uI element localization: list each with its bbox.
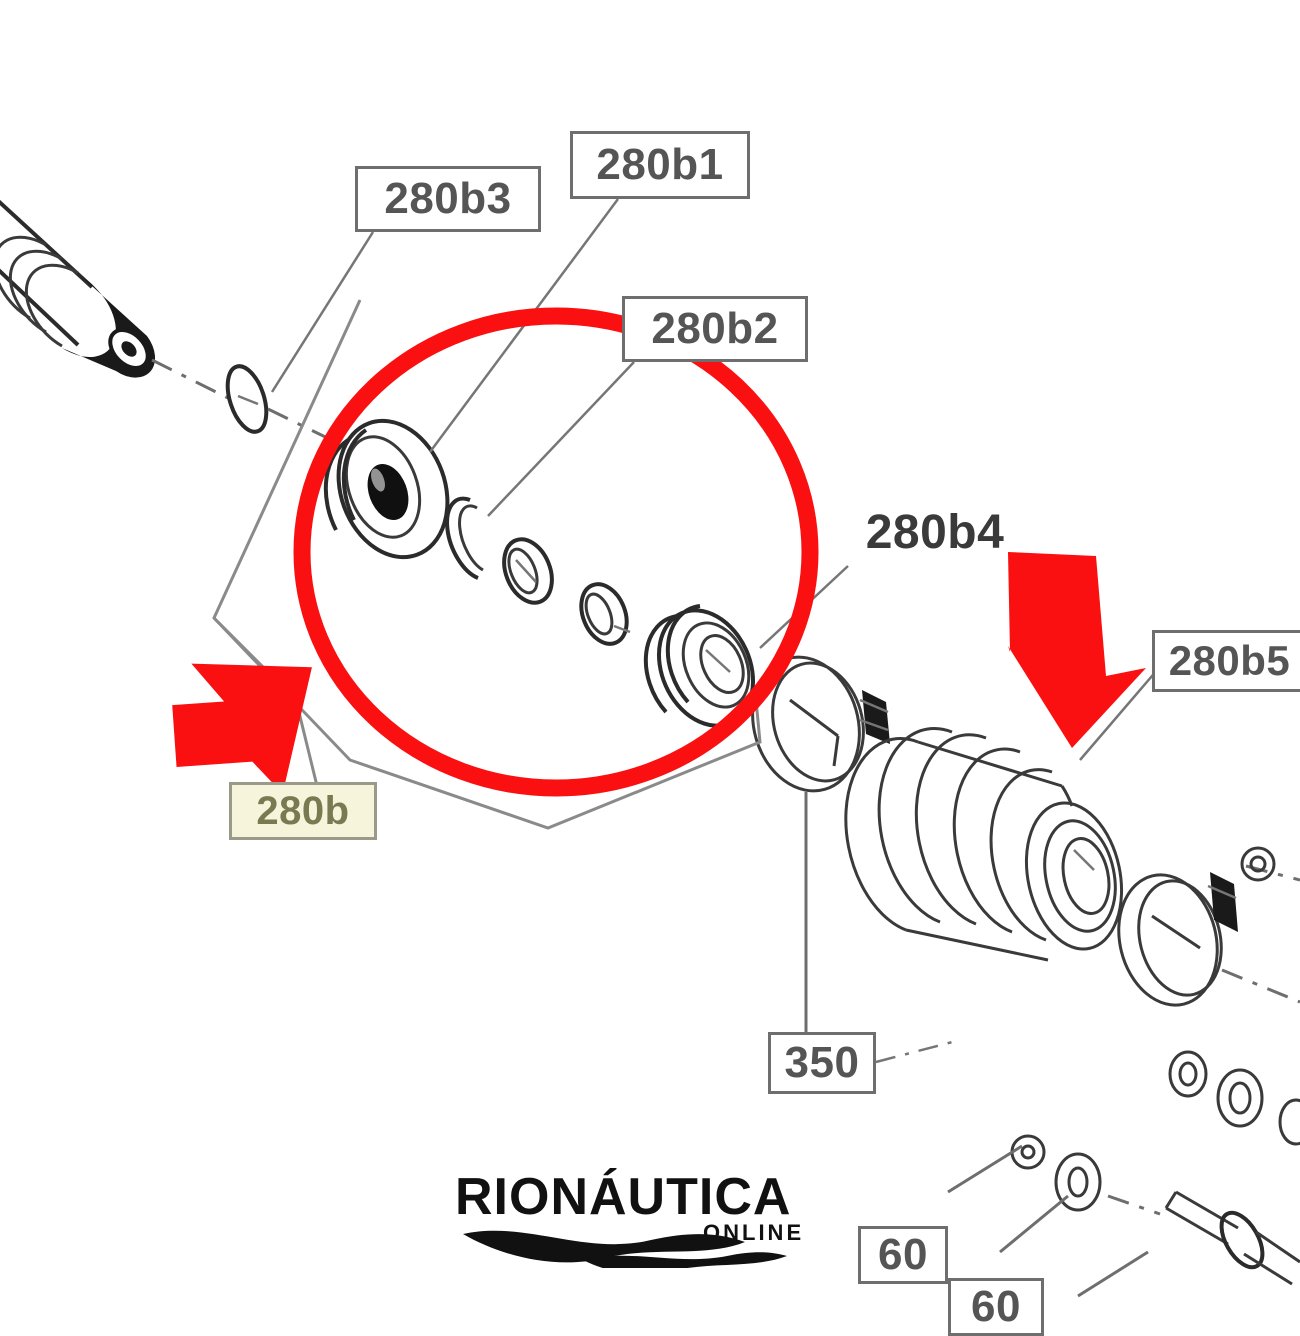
part-280b5-bellows: [844, 727, 1124, 962]
leader-bolt: [1077, 1250, 1149, 1298]
wave-icon: [463, 1230, 745, 1263]
label-280b5[interactable]: 280b5: [1152, 630, 1300, 692]
technical-line-art: .ln{fill:none;stroke:#6e6e6e;stroke-widt…: [0, 198, 1300, 1298]
leader-60-b: [999, 1194, 1069, 1254]
watermark-logo: RIONÁUTICA ONLINE: [455, 1168, 801, 1274]
rionautica-watermark: RIONÁUTICA ONLINE: [455, 1168, 855, 1274]
centerline-axis: [151, 358, 229, 400]
leader-60-a: [947, 1144, 1023, 1194]
red-highlight-circle: [293, 307, 819, 797]
part-bushing-small-2: [579, 582, 631, 646]
label-280b3[interactable]: 280b3: [355, 166, 541, 232]
label-280b2[interactable]: 280b2: [622, 296, 808, 362]
part-bushing-small-1: [502, 537, 554, 605]
label-280b[interactable]: 280b: [229, 782, 377, 840]
hardware-fasteners: [1010, 846, 1300, 1212]
leader-350-right: [875, 1038, 961, 1064]
label-60[interactable]: 60: [858, 1226, 948, 1284]
red-arrow-left: [172, 663, 312, 794]
red-arrow-right: [1008, 552, 1146, 748]
label-60-secondary[interactable]: 60: [948, 1278, 1044, 1336]
leader-280b5: [1079, 661, 1165, 761]
label-280b4[interactable]: 280b4: [865, 506, 1005, 559]
part-350-hose-clamp: [751, 655, 890, 793]
part-280b3-washer: [225, 364, 269, 434]
watermark-brand-text: RIONÁUTICA: [455, 1168, 791, 1226]
drive-shaft-part: [0, 199, 156, 378]
part-280b1-flanged-seal: [323, 418, 450, 560]
leader-280b3: [270, 231, 375, 393]
parts-diagram-canvas: .ln{fill:none;stroke:#6e6e6e;stroke-widt…: [0, 131, 1300, 1336]
centerline-axis-4: [1245, 864, 1300, 882]
centerline-axis-2: [267, 407, 353, 452]
label-280b1[interactable]: 280b1: [570, 131, 750, 199]
part-280b2-snap-ring: [445, 496, 484, 580]
part-bolt-assembly: [1107, 1190, 1300, 1286]
label-350[interactable]: 350: [768, 1032, 876, 1094]
leader-280b2: [487, 361, 635, 517]
part-hose-clamp-right: [1117, 872, 1238, 1007]
centerline-axis-3: [1221, 968, 1300, 1004]
